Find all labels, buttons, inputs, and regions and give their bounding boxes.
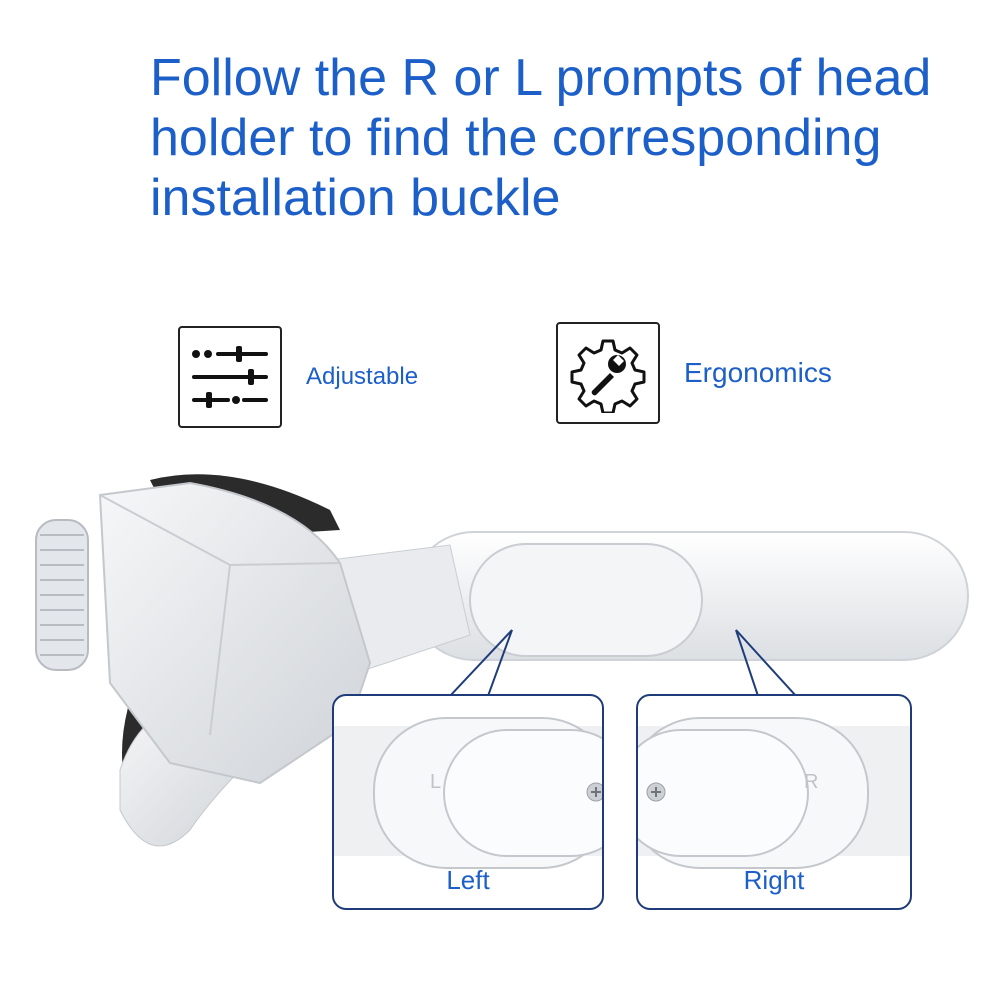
callout-right: R Right (636, 694, 912, 910)
right-buckle-closeup: R (638, 717, 910, 869)
left-mark: L (430, 771, 441, 793)
headline: Follow the R or L prompts of head holder… (150, 49, 932, 227)
callout-left: L Left (332, 694, 604, 910)
feature-label-ergonomics: Ergonomics (684, 357, 832, 388)
feature-ergonomics: Ergonomics (556, 322, 832, 424)
left-buckle-closeup: L (334, 717, 602, 869)
gear-wrench-icon (556, 322, 660, 424)
callout-caption-right: Right (743, 865, 805, 895)
right-mark: R (804, 771, 818, 793)
head-strap-image (35, 474, 969, 847)
sliders-icon (178, 326, 282, 428)
feature-label-adjustable: Adjustable (306, 363, 419, 390)
feature-adjustable: Adjustable (178, 326, 418, 428)
callout-caption-left: Left (446, 865, 490, 895)
